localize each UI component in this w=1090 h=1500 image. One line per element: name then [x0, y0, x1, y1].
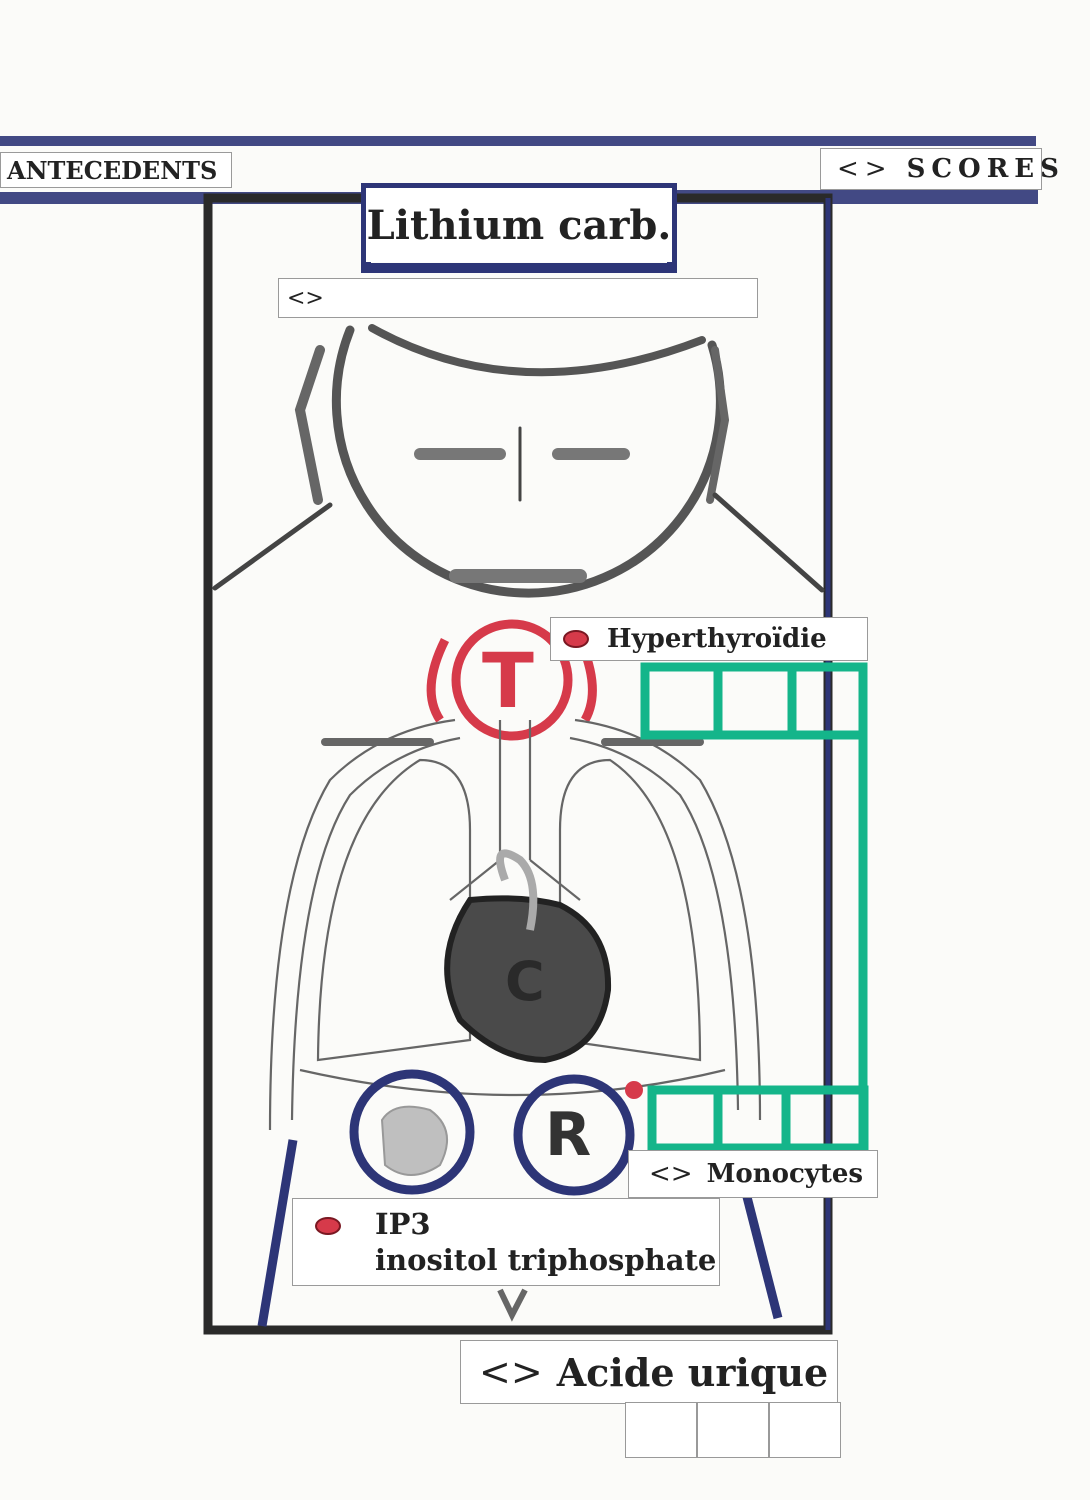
- expand-icon: <>: [837, 154, 893, 184]
- expand-icon: <>: [649, 1159, 693, 1189]
- thorax-figure: [268, 718, 762, 1131]
- antecedents-tab[interactable]: ANTECEDENTS: [0, 152, 232, 188]
- antecedents-label: ANTECEDENTS: [7, 155, 218, 185]
- lab-cell[interactable]: [697, 1402, 769, 1458]
- lab-test-text: Acide urique: [556, 1349, 829, 1395]
- kidney-letter: R: [545, 1100, 592, 1170]
- lab-cell[interactable]: [769, 1402, 841, 1458]
- head-figure: [212, 324, 825, 746]
- warning-dot-icon: [315, 1217, 341, 1235]
- mechanism-line1: IP3: [375, 1207, 431, 1241]
- thyroid-effect-label[interactable]: Hyperthyroïdie: [550, 617, 868, 661]
- blood-effect-label[interactable]: <> Monocytes: [628, 1150, 878, 1198]
- mechanism-label[interactable]: IP3 inositol triphosphate: [292, 1198, 720, 1286]
- warning-dot-icon: [563, 630, 589, 648]
- heart-figure: [444, 849, 612, 1064]
- scores-tab[interactable]: <> SCORES: [820, 148, 1059, 190]
- drug-name: Lithium carb.: [366, 201, 672, 249]
- heart-letter: C: [505, 950, 545, 1013]
- thyroid-effect-text: Hyperthyroïdie: [607, 624, 827, 654]
- mechanism-line2: inositol triphosphate: [375, 1243, 717, 1277]
- scores-label: SCORES: [906, 154, 1065, 184]
- kidney-markers: [349, 1069, 635, 1196]
- expand-icon: <>: [479, 1350, 543, 1394]
- drug-title: Lithium carb.: [366, 188, 672, 262]
- lab-test-label[interactable]: <> Acide urique: [460, 1340, 838, 1404]
- blood-effect-text: Monocytes: [706, 1159, 864, 1189]
- lab-test-cells: [625, 1402, 841, 1458]
- drug-detail-field[interactable]: <>: [278, 278, 758, 318]
- lab-cell[interactable]: [625, 1402, 697, 1458]
- header-bar-top: [0, 136, 1036, 146]
- green-connector: [640, 662, 869, 1153]
- thyroid-letter: T: [482, 636, 534, 725]
- expand-icon: <>: [287, 285, 324, 311]
